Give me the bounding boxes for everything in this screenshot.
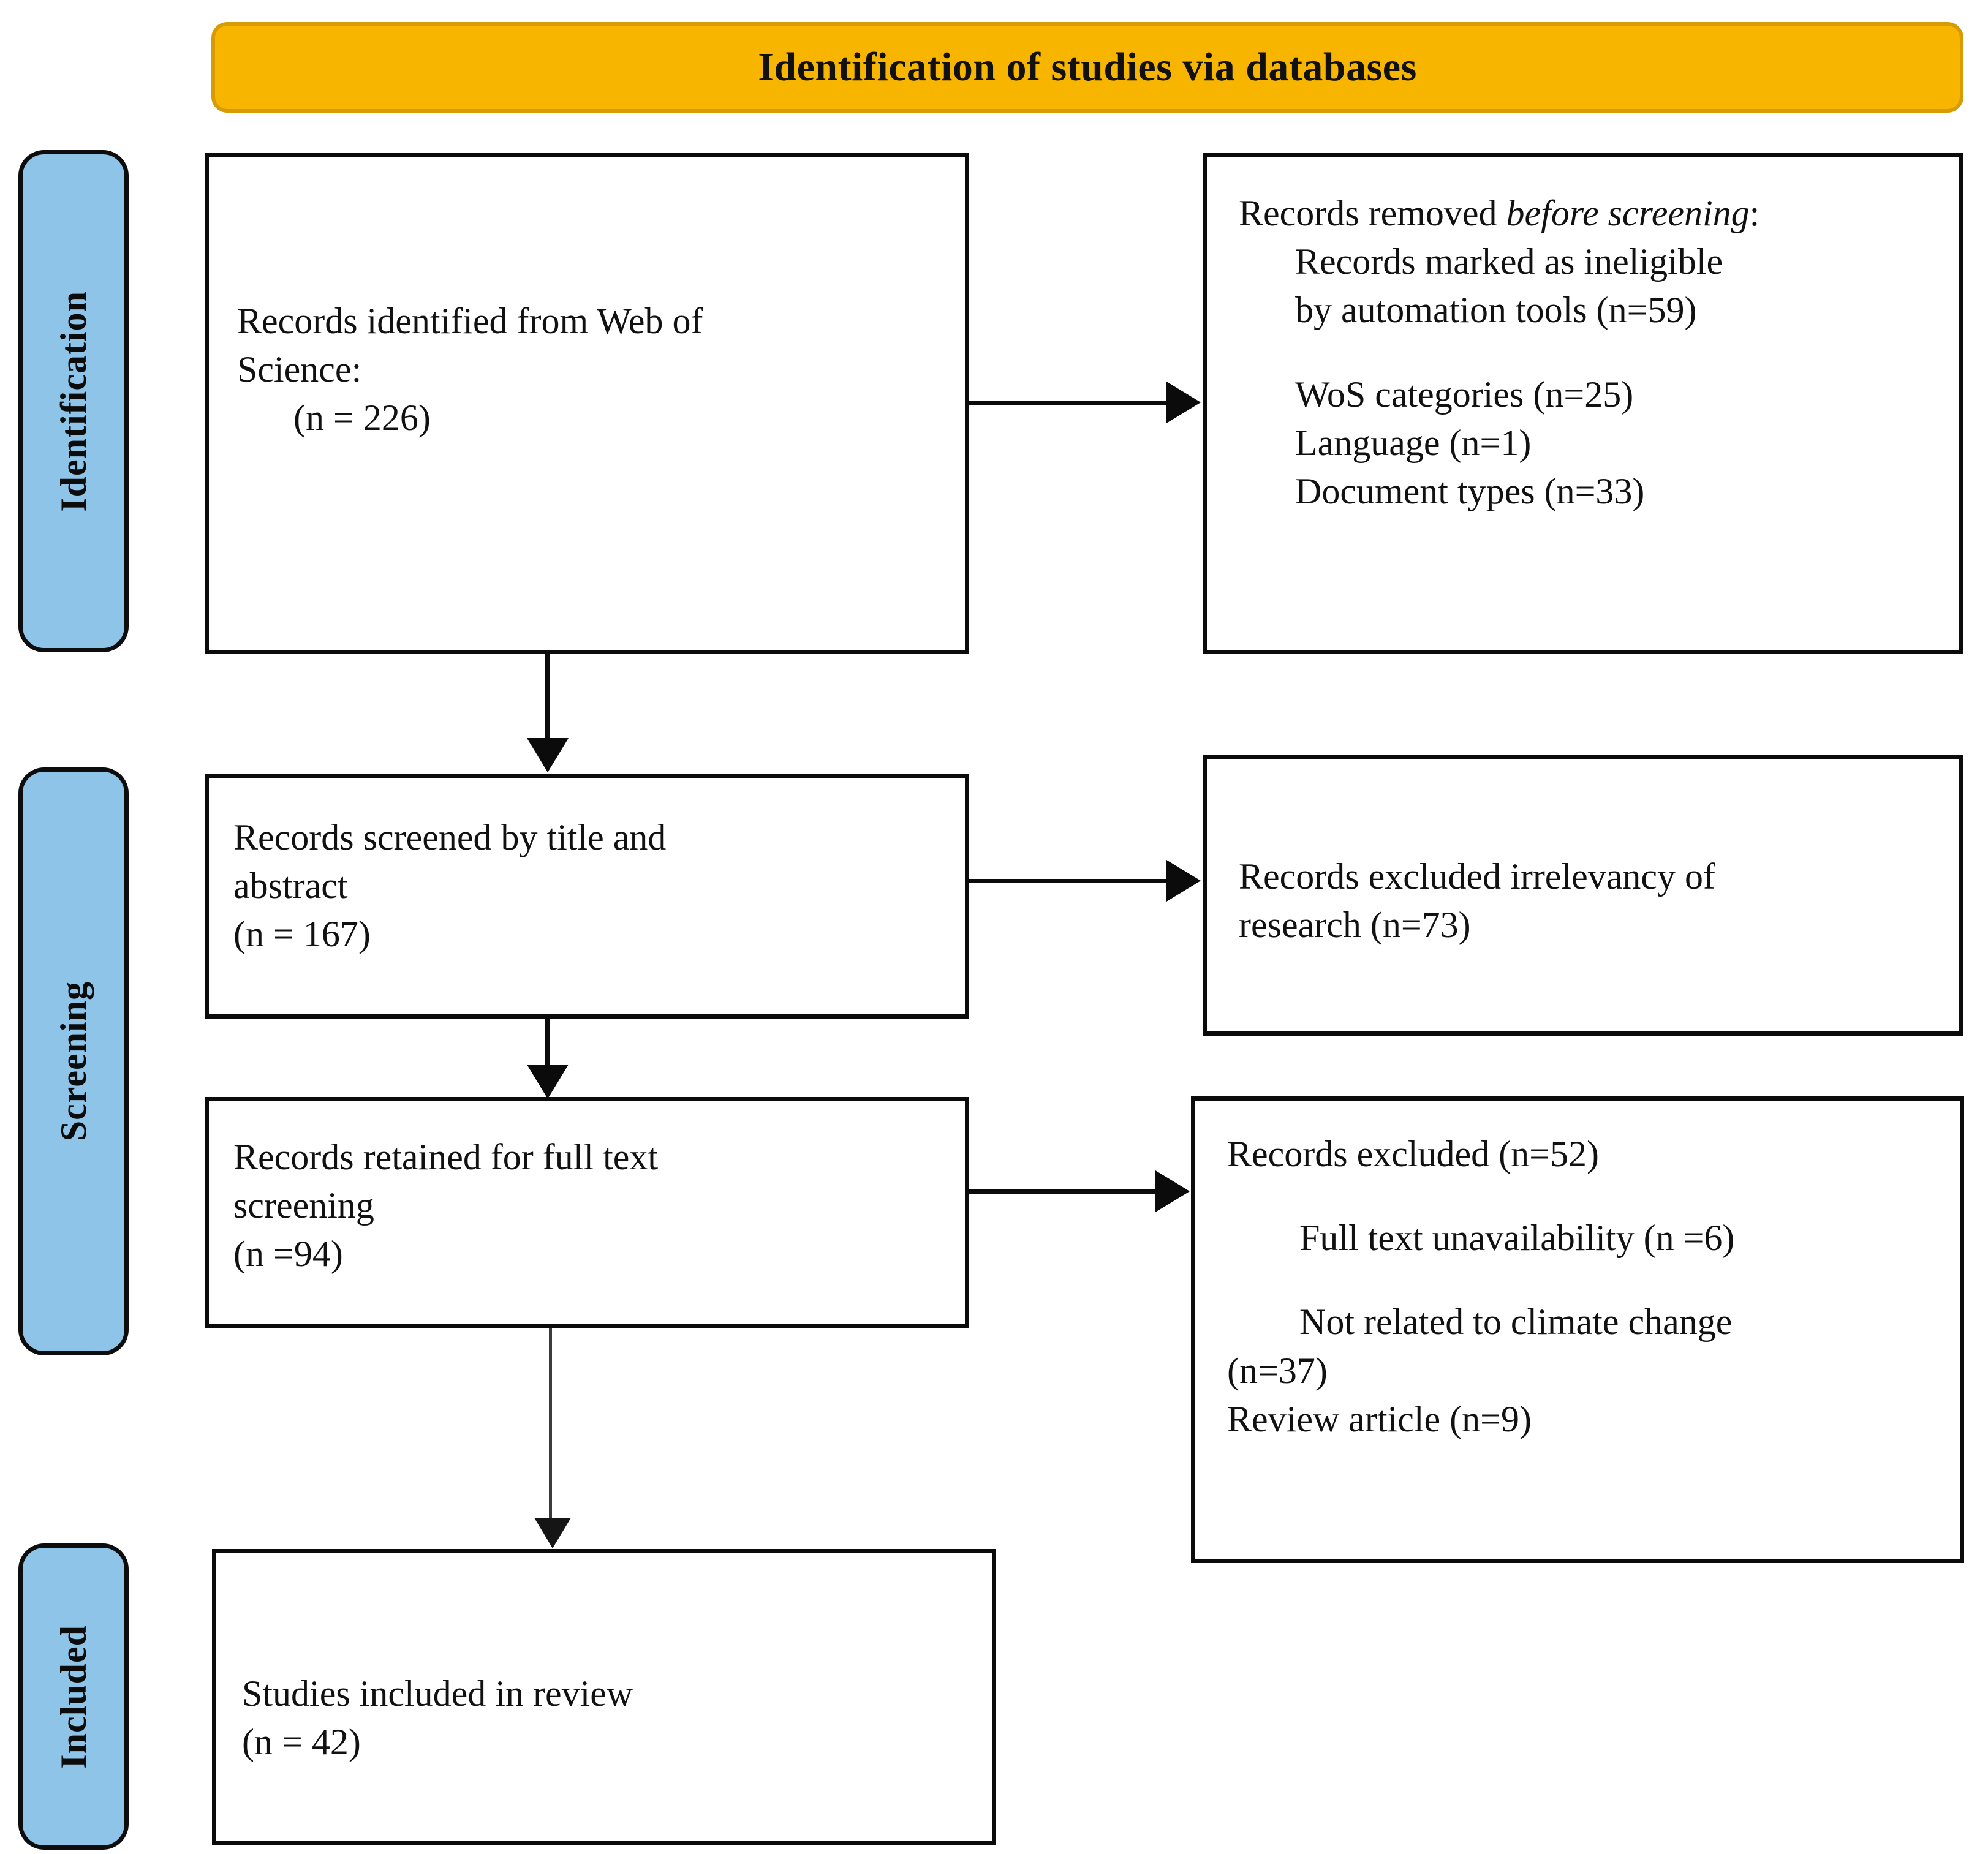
records-removed-language: Language (n=1) bbox=[1295, 422, 1532, 463]
excluded-fulltext-not-climate: Not related to climate change bbox=[1299, 1302, 1733, 1343]
records-identified-line-1: Records identified from Web of bbox=[237, 301, 703, 341]
box-studies-included: Studies included in review (n = 42) bbox=[212, 1549, 996, 1845]
arrow-right-icon-identified-to-removed bbox=[1166, 382, 1201, 423]
box-records-identified: Records identified from Web of Science: … bbox=[205, 153, 969, 654]
arrow-down-icon-retained-to-included bbox=[534, 1518, 571, 1548]
box-records-removed: Records removed before screening: Record… bbox=[1203, 153, 1963, 654]
box-records-excluded-fulltext-text: Records excluded (n=52) Full text unavai… bbox=[1227, 1130, 1944, 1444]
stage-label-included: Included bbox=[18, 1543, 129, 1850]
box-records-removed-text: Records removed before screening: Record… bbox=[1239, 189, 1943, 516]
connector-screened-to-retained-line bbox=[545, 1019, 550, 1066]
box-records-screened: Records screened by title and abstract (… bbox=[205, 774, 969, 1019]
records-removed-line-3: by automation tools (n=59) bbox=[1295, 290, 1697, 331]
stage-label-included-text: Included bbox=[53, 1624, 94, 1769]
box-records-identified-text: Records identified from Web of Science: … bbox=[237, 297, 949, 443]
records-removed-heading-prefix: Records removed bbox=[1239, 193, 1506, 233]
connector-retained-to-included-line bbox=[549, 1328, 552, 1521]
records-removed-heading-suffix: : bbox=[1749, 193, 1760, 233]
box-records-excluded-irrelevancy: Records excluded irrelevancy of research… bbox=[1203, 755, 1963, 1036]
records-removed-line-2: Records marked as ineligible bbox=[1295, 241, 1723, 282]
stage-label-screening: Screening bbox=[18, 767, 129, 1355]
connector-screened-to-excluded-line bbox=[969, 879, 1171, 883]
connector-retained-to-excluded-fulltext-line bbox=[969, 1189, 1161, 1194]
excluded-irrelevancy-line-2: research (n=73) bbox=[1239, 905, 1471, 946]
records-screened-line-2: abstract bbox=[233, 865, 348, 906]
arrow-down-icon-screened-to-retained bbox=[527, 1065, 569, 1099]
records-identified-count: (n = 226) bbox=[293, 398, 431, 439]
studies-included-count: (n = 42) bbox=[242, 1722, 361, 1763]
records-removed-document-types: Document types (n=33) bbox=[1295, 470, 1645, 511]
stage-label-screening-text: Screening bbox=[53, 981, 94, 1142]
records-retained-count: (n =94) bbox=[233, 1234, 343, 1275]
diagram-title: Identification of studies via databases bbox=[758, 45, 1417, 89]
records-screened-count: (n = 167) bbox=[233, 914, 371, 955]
arrow-right-icon-retained-to-excluded-fulltext bbox=[1155, 1170, 1190, 1212]
excluded-fulltext-unavailability: Full text unavailability (n =6) bbox=[1299, 1218, 1735, 1259]
studies-included-line-1: Studies included in review bbox=[242, 1673, 633, 1714]
box-records-retained: Records retained for full text screening… bbox=[205, 1097, 969, 1328]
records-removed-heading-italic: before screening bbox=[1506, 193, 1750, 233]
connector-identified-to-removed-line bbox=[969, 401, 1171, 405]
excluded-irrelevancy-line-1: Records excluded irrelevancy of bbox=[1239, 856, 1715, 897]
box-records-retained-text: Records retained for full text screening… bbox=[233, 1133, 949, 1279]
excluded-fulltext-heading: Records excluded (n=52) bbox=[1227, 1134, 1599, 1174]
diagram-header-banner: Identification of studies via databases bbox=[211, 22, 1963, 113]
records-identified-line-2: Science: bbox=[237, 349, 362, 390]
excluded-fulltext-not-climate-count: (n=37) bbox=[1227, 1350, 1328, 1391]
box-records-excluded-fulltext: Records excluded (n=52) Full text unavai… bbox=[1191, 1096, 1964, 1563]
arrow-down-icon-identified-to-screened bbox=[527, 738, 569, 772]
box-records-excluded-irrelevancy-text: Records excluded irrelevancy of research… bbox=[1239, 853, 1943, 949]
box-records-screened-text: Records screened by title and abstract (… bbox=[233, 813, 949, 959]
arrow-right-icon-screened-to-excluded bbox=[1166, 860, 1201, 902]
records-removed-wos-categories: WoS categories (n=25) bbox=[1295, 374, 1634, 415]
records-retained-line-2: screening bbox=[233, 1185, 374, 1226]
box-studies-included-text: Studies included in review (n = 42) bbox=[242, 1670, 976, 1766]
stage-label-identification-text: Identification bbox=[53, 290, 94, 512]
records-retained-line-1: Records retained for full text bbox=[233, 1137, 659, 1177]
records-screened-line-1: Records screened by title and bbox=[233, 817, 667, 857]
stage-label-identification: Identification bbox=[18, 150, 129, 652]
excluded-fulltext-review-article: Review article (n=9) bbox=[1227, 1398, 1532, 1439]
connector-identified-to-screened-line bbox=[545, 654, 550, 740]
records-removed-heading: Records removed before screening: bbox=[1239, 189, 1943, 238]
